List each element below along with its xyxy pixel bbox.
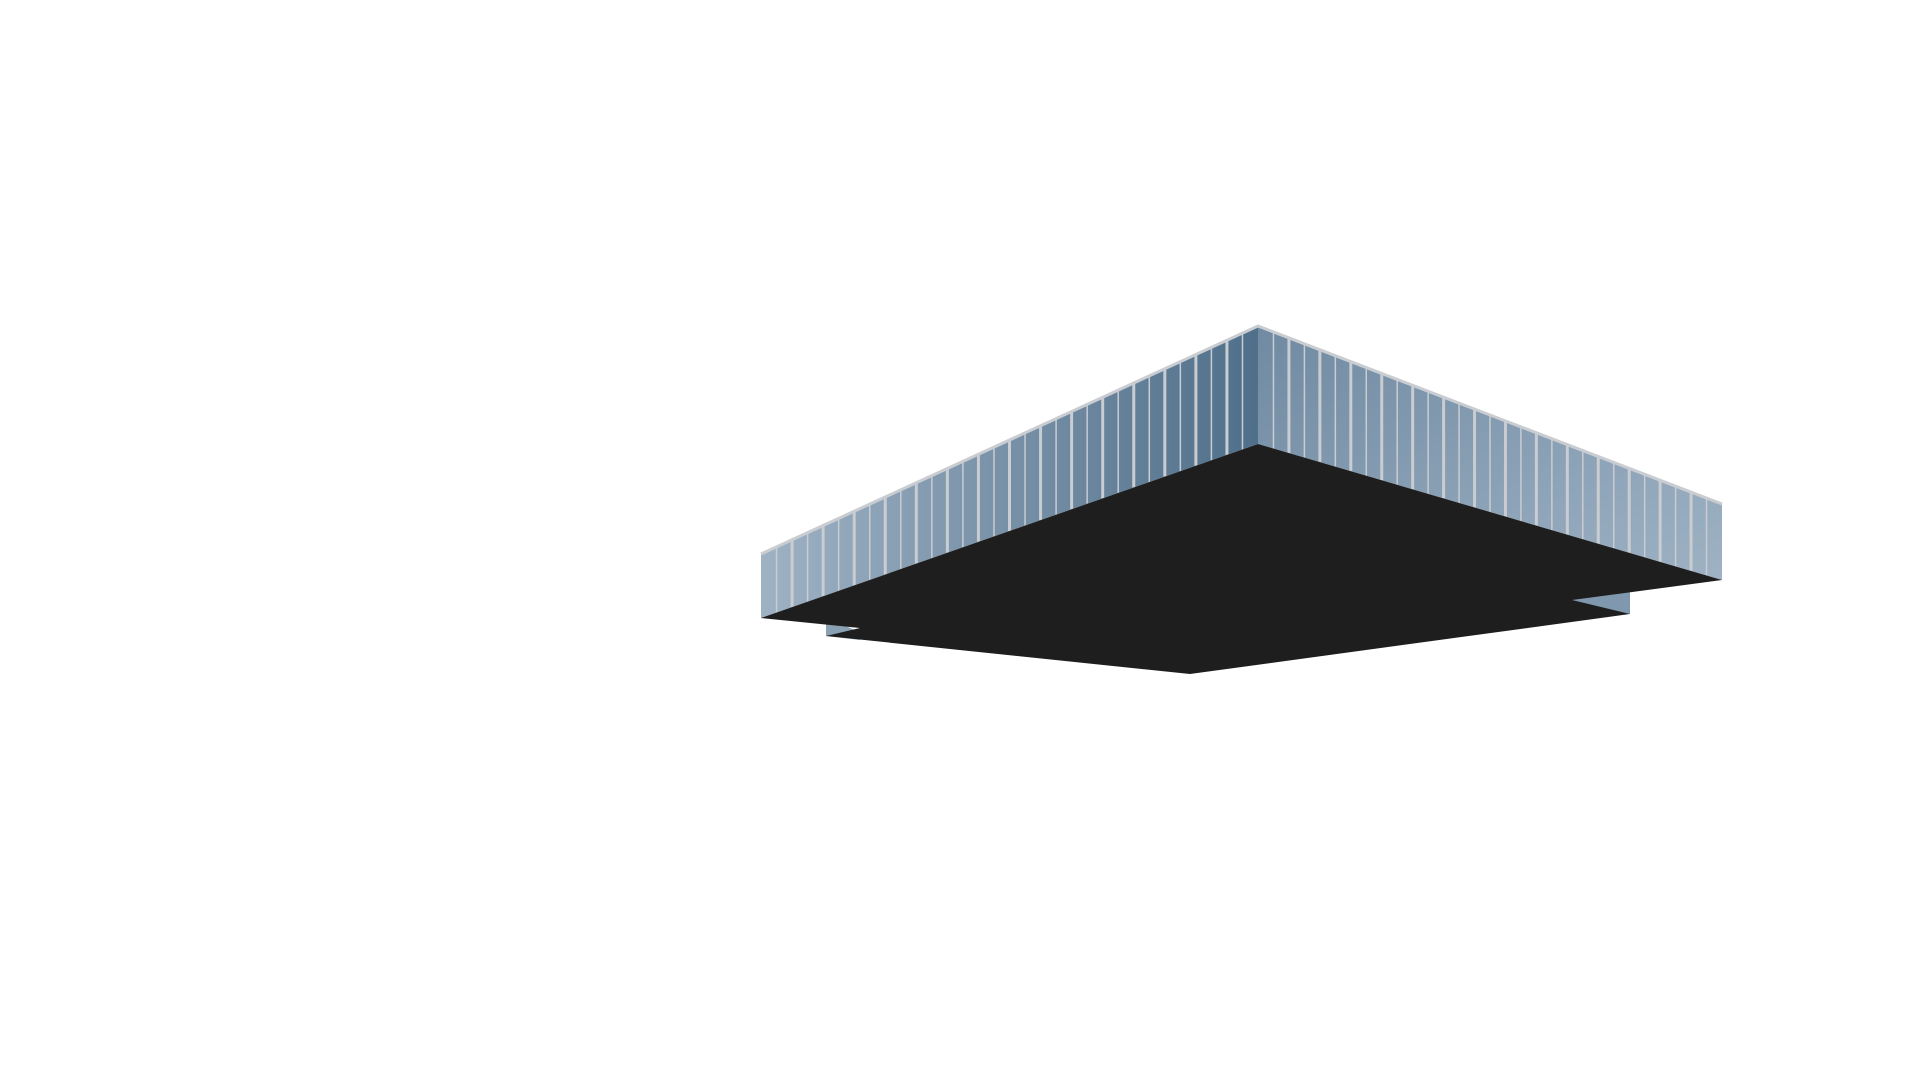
roof-edge — [760, 324, 1723, 556]
left-facade-mullions — [775, 333, 1244, 613]
right-facade-mullions — [1272, 331, 1708, 576]
building-soffit — [761, 444, 1722, 674]
